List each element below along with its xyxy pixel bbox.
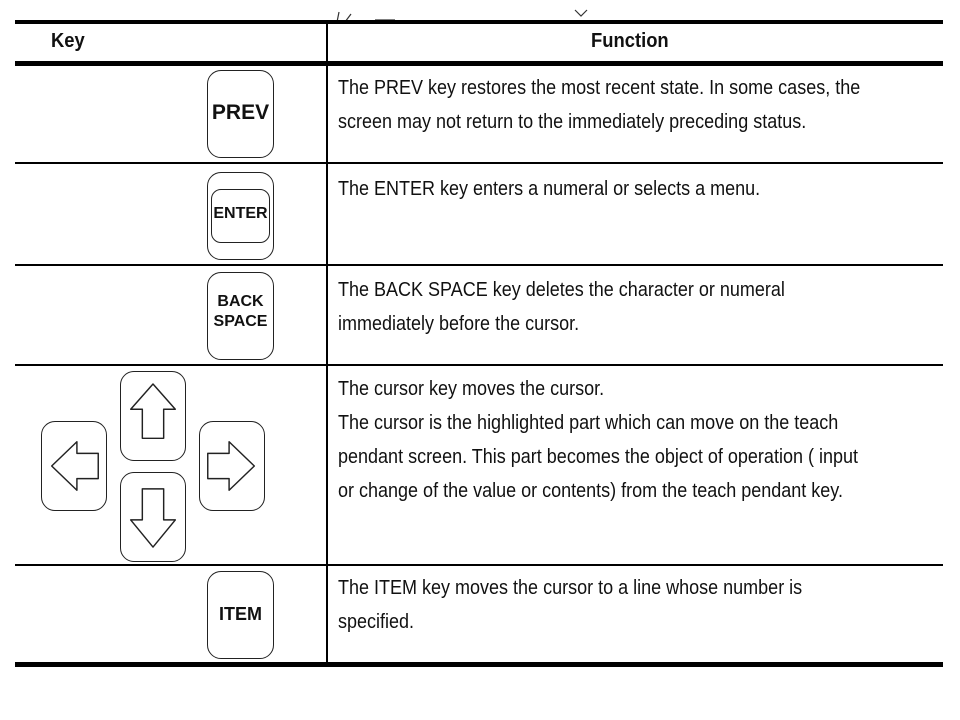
row-divider: [15, 162, 943, 164]
prev-key-description: The PREV key restores the most recent st…: [338, 77, 861, 133]
arrow-left-icon: [41, 421, 107, 511]
item-key-label: ITEM: [219, 604, 262, 624]
row-divider: [15, 564, 943, 566]
back-space-key-label-line1: BACK: [217, 293, 264, 310]
cropped-text-remnant: [336, 9, 588, 22]
back-space-key-description: The BACK SPACE key deletes the character…: [338, 279, 785, 335]
column-header-key: Key: [51, 30, 85, 52]
prev-key-icon: PREV: [207, 70, 274, 158]
enter-key-icon: ENTER: [207, 172, 274, 260]
row-divider: [15, 364, 943, 366]
arrow-up-icon: [120, 371, 186, 461]
item-key-icon: ITEM: [207, 571, 274, 659]
enter-key-description: The ENTER key enters a numeral or select…: [338, 178, 761, 200]
cursor-key-description: The cursor key moves the cursor. The cur…: [338, 378, 858, 502]
header-bottom-rule: [15, 61, 943, 66]
back-space-key-label-line2: SPACE: [213, 313, 268, 330]
column-header-function: Function: [591, 30, 669, 52]
prev-key-label: PREV: [211, 101, 270, 124]
table-top-rule: [15, 20, 943, 24]
item-key-description: The ITEM key moves the cursor to a line …: [338, 577, 803, 633]
key-function-table: Key Function PREV The PREV key restores …: [15, 0, 943, 720]
row-divider: [15, 264, 943, 266]
back-space-key-icon: BACK SPACE: [207, 272, 274, 360]
arrow-right-icon: [199, 421, 265, 511]
arrow-down-icon: [120, 472, 186, 562]
column-divider: [326, 22, 328, 664]
table-bottom-rule: [15, 662, 943, 667]
enter-key-label: ENTER: [213, 205, 268, 222]
